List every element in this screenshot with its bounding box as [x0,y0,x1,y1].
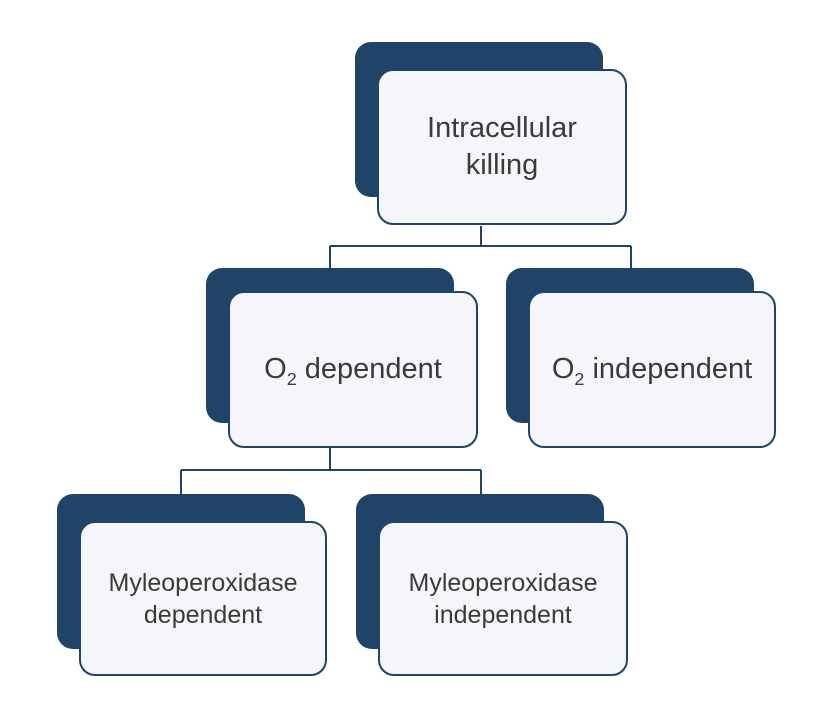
node-label-subscript: 2 [286,368,297,389]
node-card: Myleoperoxidase independent [378,521,628,676]
node-label-line2: killing [465,149,539,181]
node-label-line2: dependent [143,600,263,629]
node-label-suffix: dependent [296,352,442,385]
node-label-suffix: independent [584,352,753,385]
node-label-line1: Myleoperoxidase [408,568,598,597]
node-label-prefix: O [551,352,575,385]
node-label-line1: Myleoperoxidase [108,568,298,597]
node-label-line1: Intracellular [427,111,577,144]
node-label-line2: independent [434,600,572,629]
node-label-prefix: O [264,352,287,385]
node-card: O2 dependent [228,291,478,448]
node-label-subscript: 2 [574,368,585,389]
node-card: Intracellular killing [377,69,627,225]
node-label: O2 dependent [264,351,442,388]
node-card: O2 independent [528,291,776,448]
node-card: Myleoperoxidase dependent [79,521,327,676]
node-label: O2 independent [552,351,752,388]
